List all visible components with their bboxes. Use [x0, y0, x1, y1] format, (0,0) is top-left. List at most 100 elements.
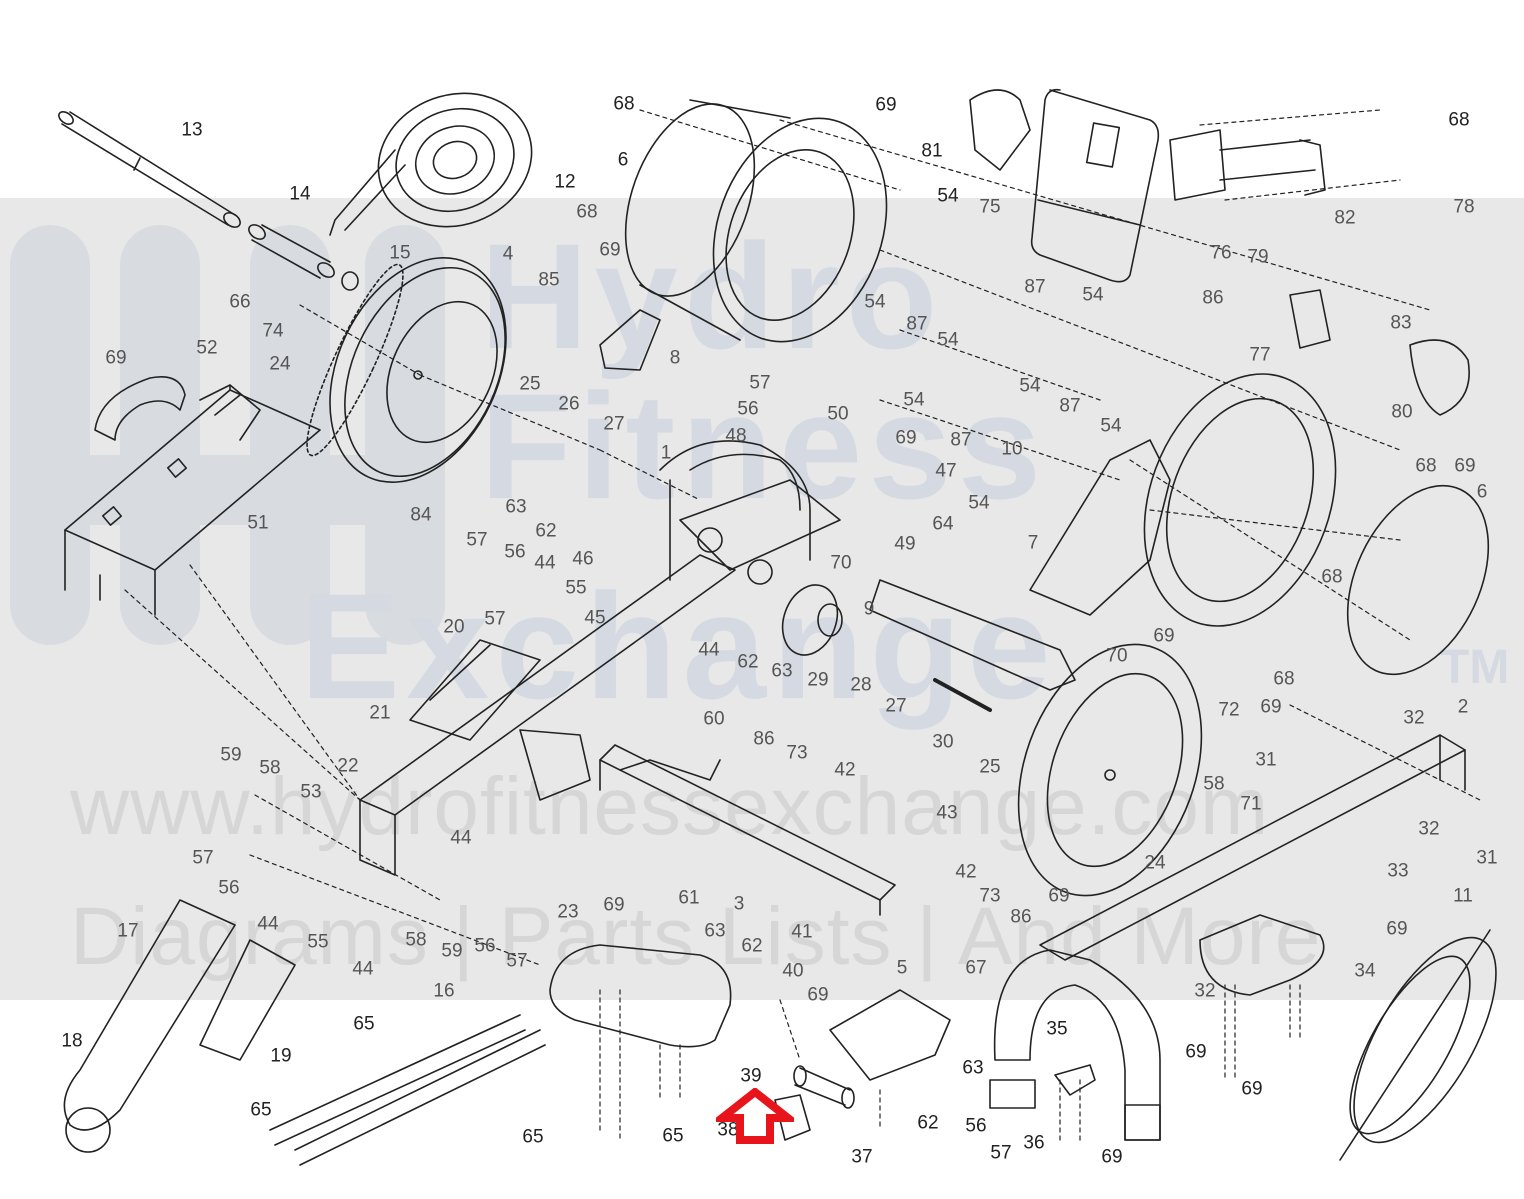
part-callout-31: 31 — [1255, 749, 1277, 771]
part-callout-63: 63 — [962, 1057, 984, 1079]
part-callout-81: 81 — [921, 140, 943, 162]
part-callout-65: 65 — [250, 1099, 272, 1121]
part-callout-72: 72 — [1218, 699, 1240, 721]
part-straps — [269, 1014, 546, 1166]
part-callout-24: 24 — [269, 353, 291, 375]
part-callout-69: 69 — [1260, 696, 1282, 718]
part-end-cover — [1346, 484, 1490, 676]
part-axle-30 — [933, 678, 992, 712]
part-callout-57: 57 — [192, 847, 214, 869]
part-callout-56: 56 — [504, 541, 526, 563]
part-callout-73: 73 — [786, 742, 808, 764]
part-81 — [969, 89, 1031, 171]
part-callout-55: 55 — [307, 931, 329, 953]
part-callout-22: 22 — [337, 755, 359, 777]
part-callout-56: 56 — [965, 1115, 987, 1137]
part-callout-23: 23 — [557, 901, 579, 923]
part-callout-69: 69 — [603, 894, 625, 916]
part-callout-78: 78 — [1453, 196, 1475, 218]
part-callout-59: 59 — [441, 940, 463, 962]
part-callout-61: 61 — [678, 887, 700, 909]
part-callout-69: 69 — [1185, 1041, 1207, 1063]
part-callout-54: 54 — [1082, 284, 1104, 306]
part-callout-69: 69 — [1101, 1146, 1123, 1168]
part-callout-6: 6 — [1476, 481, 1488, 503]
part-callout-29: 29 — [807, 669, 829, 691]
part-callout-10: 10 — [1001, 438, 1023, 460]
part-callout-1: 1 — [660, 442, 672, 464]
part-callout-70: 70 — [830, 552, 852, 574]
part-callout-80: 80 — [1391, 401, 1413, 423]
part-callout-44: 44 — [450, 827, 472, 849]
part-36 — [989, 1079, 1036, 1109]
part-callout-37: 37 — [851, 1146, 873, 1168]
part-callout-55: 55 — [565, 577, 587, 599]
part-callout-68: 68 — [613, 93, 635, 115]
part-callout-68: 68 — [576, 201, 598, 223]
part-callout-85: 85 — [538, 269, 560, 291]
part-callout-69: 69 — [1454, 455, 1476, 477]
part-callout-60: 60 — [703, 708, 725, 730]
part-callout-2: 2 — [1457, 696, 1469, 718]
part-callout-54: 54 — [937, 185, 959, 207]
part-callout-54: 54 — [937, 329, 959, 351]
part-35 — [1054, 1064, 1096, 1096]
part-console — [1030, 88, 1160, 283]
part-callout-28: 28 — [850, 674, 872, 696]
part-callout-54: 54 — [1100, 415, 1122, 437]
part-callout-46: 46 — [572, 548, 594, 570]
part-callout-12: 12 — [554, 171, 576, 193]
part-callout-62: 62 — [535, 520, 557, 542]
part-callout-27: 27 — [885, 695, 907, 717]
part-callout-59: 59 — [220, 744, 242, 766]
part-callout-21: 21 — [369, 702, 391, 724]
part-callout-63: 63 — [771, 660, 793, 682]
part-callout-57: 57 — [749, 372, 771, 394]
part-callout-69: 69 — [895, 427, 917, 449]
part-rear-rail — [1039, 734, 1466, 961]
part-callout-54: 54 — [903, 389, 925, 411]
part-plate — [829, 989, 951, 1081]
part-callout-69: 69 — [105, 347, 127, 369]
part-callout-68: 68 — [1321, 566, 1343, 588]
part-callout-57: 57 — [506, 950, 528, 972]
part-callout-57: 57 — [484, 608, 506, 630]
part-callout-56: 56 — [474, 935, 496, 957]
part-callout-43: 43 — [936, 802, 958, 824]
part-fan — [1017, 643, 1203, 897]
part-callout-58: 58 — [1203, 773, 1225, 795]
part-callout-63: 63 — [505, 496, 527, 518]
part-callout-15: 15 — [389, 242, 411, 264]
part-callout-65: 65 — [353, 1013, 375, 1035]
part-callout-87: 87 — [1059, 395, 1081, 417]
part-callout-41: 41 — [791, 921, 813, 943]
part-callout-87: 87 — [906, 313, 928, 335]
part-callout-47: 47 — [935, 460, 957, 482]
part-callout-36: 36 — [1023, 1132, 1045, 1154]
part-callout-44: 44 — [352, 958, 374, 980]
part-seat — [549, 944, 732, 1048]
part-callout-75: 75 — [979, 196, 1001, 218]
part-callout-39: 39 — [740, 1065, 762, 1087]
part-callout-52: 52 — [196, 337, 218, 359]
part-callout-76: 76 — [1210, 242, 1232, 264]
part-main-frame — [359, 440, 841, 876]
part-callout-40: 40 — [782, 960, 804, 982]
part-callout-57: 57 — [466, 529, 488, 551]
part-cable — [1339, 929, 1497, 1161]
part-callout-53: 53 — [300, 781, 322, 803]
part-callout-70: 70 — [1106, 645, 1128, 667]
part-callout-84: 84 — [410, 504, 432, 526]
part-callout-69: 69 — [1153, 625, 1175, 647]
part-callout-63: 63 — [704, 920, 726, 942]
part-callout-62: 62 — [737, 651, 759, 673]
part-callout-67: 67 — [965, 957, 987, 979]
part-callout-65: 65 — [662, 1125, 684, 1147]
part-callout-62: 62 — [917, 1112, 939, 1134]
part-callout-86: 86 — [753, 728, 775, 750]
part-callout-69: 69 — [875, 94, 897, 116]
part-callout-17: 17 — [117, 920, 139, 942]
part-roller — [774, 1065, 855, 1141]
part-shroud-left — [624, 99, 888, 343]
part-callout-68: 68 — [1448, 109, 1470, 131]
